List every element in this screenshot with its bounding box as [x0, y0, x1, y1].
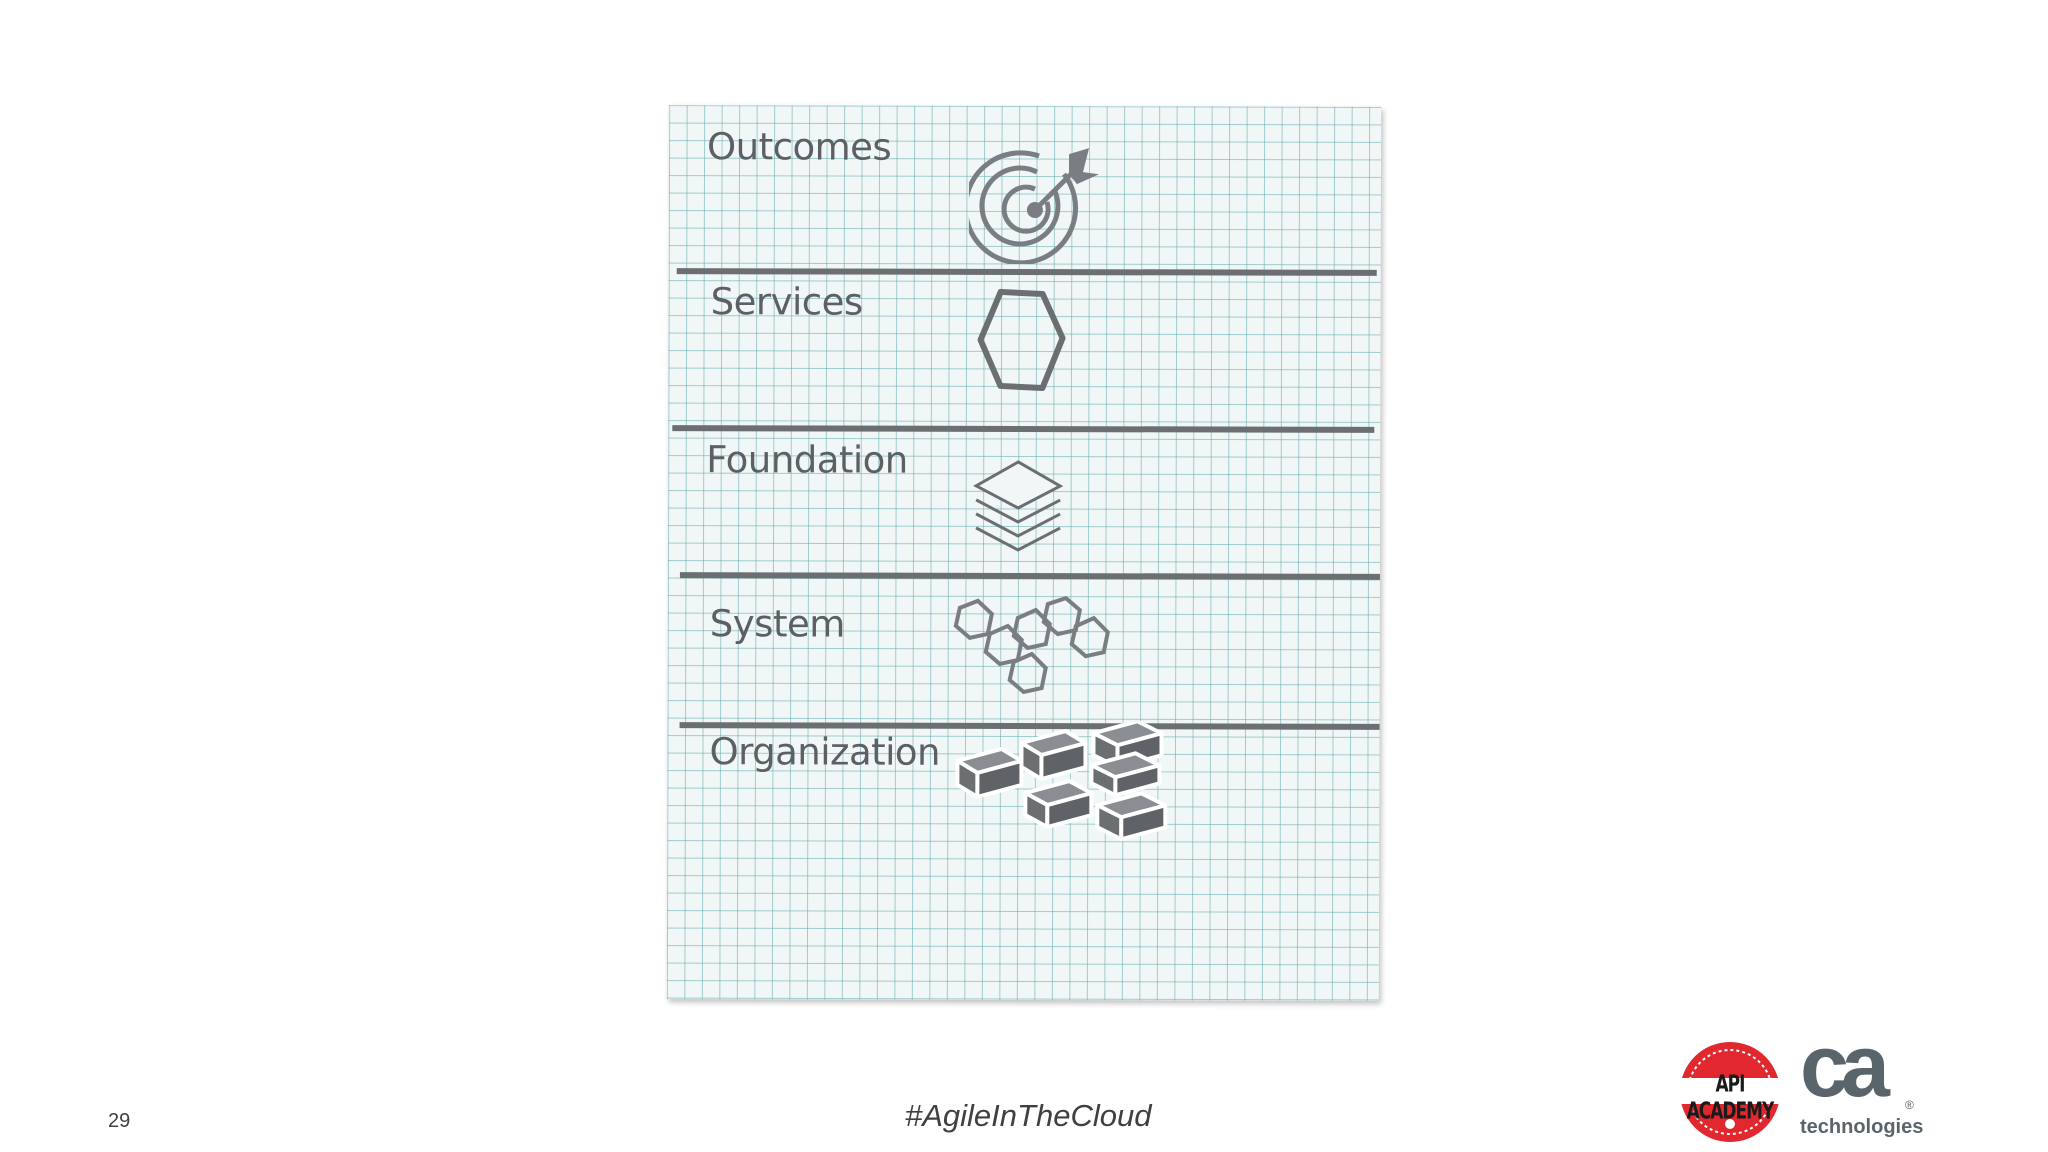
- graph-paper-sheet: Outcomes Services Foundation System Orga…: [666, 105, 1382, 1001]
- honeycomb-icon: [953, 595, 1110, 695]
- registered-mark-icon: ®: [1905, 1098, 1914, 1112]
- layer-label-system: System: [709, 602, 845, 646]
- layer-divider: [679, 572, 1380, 580]
- ca-logo-mark: ca: [1800, 1016, 1890, 1115]
- hexagon-icon: [977, 288, 1066, 392]
- layer-divider: [676, 268, 1377, 276]
- ca-logo-text: technologies: [1800, 1116, 1924, 1138]
- api-academy-text: API ACADEMY: [1686, 1071, 1775, 1125]
- layer-label-organization: Organization: [709, 730, 941, 774]
- blocks-icon: [955, 720, 1168, 842]
- api-academy-logo: API ACADEMY: [1678, 1040, 1782, 1144]
- hashtag-footer: #AgileInTheCloud: [905, 1098, 1152, 1133]
- layers-icon: [973, 460, 1064, 552]
- layer-divider: [672, 425, 1375, 433]
- page-number: 29: [108, 1110, 131, 1132]
- api-academy-seal-icon: [1680, 1042, 1780, 1142]
- layer-label-outcomes: Outcomes: [707, 125, 892, 169]
- layer-label-services: Services: [710, 280, 863, 324]
- target-icon: [968, 148, 1099, 265]
- layer-label-foundation: Foundation: [706, 438, 908, 482]
